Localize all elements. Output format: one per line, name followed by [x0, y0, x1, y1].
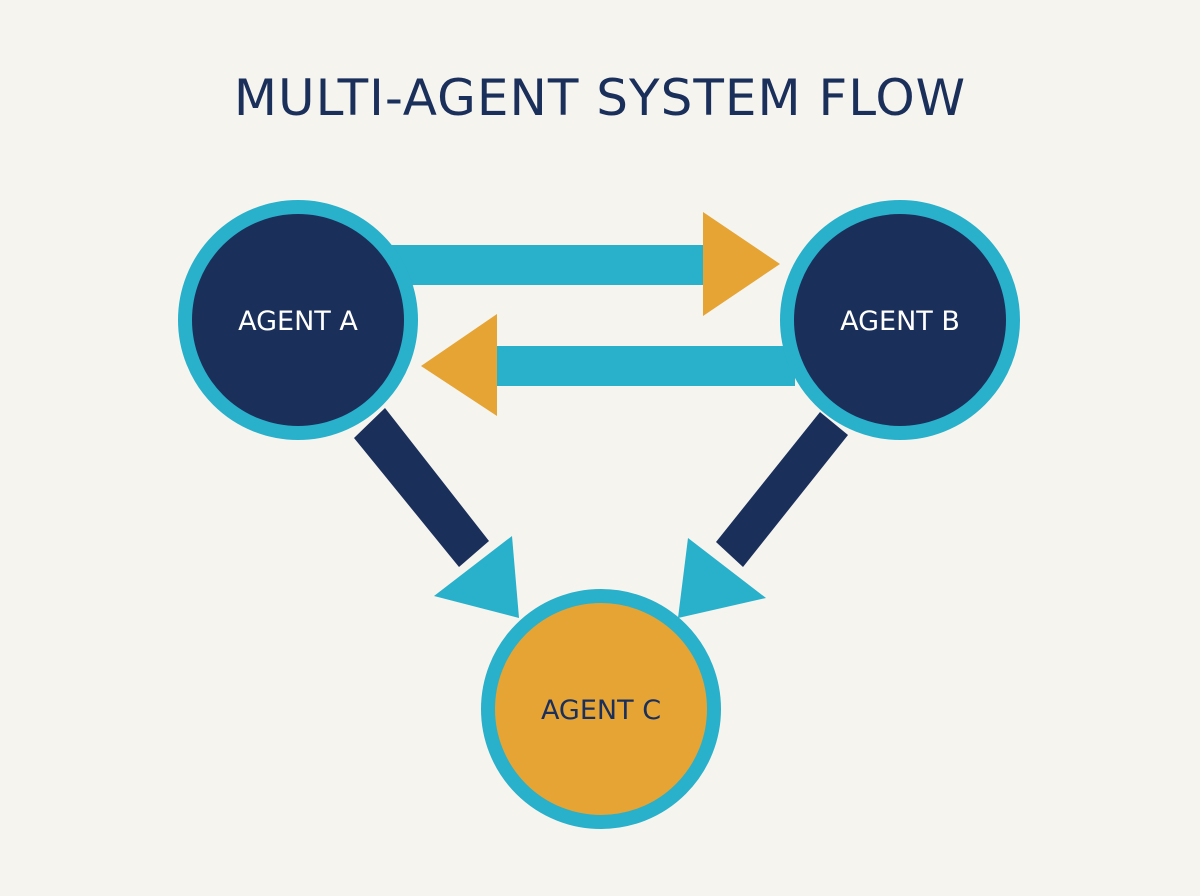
arrowhead-down-left-icon	[678, 538, 766, 618]
edge-shaft	[716, 412, 848, 567]
arrowhead-right-icon	[703, 212, 780, 316]
edge-agent-b-to-agent-c	[678, 412, 848, 618]
agent-a-node[interactable]: AGENT A	[178, 200, 418, 440]
edge-shaft	[495, 346, 795, 386]
agent-b-label: AGENT B	[840, 306, 960, 337]
edge-agent-a-to-agent-b	[385, 212, 780, 316]
diagram-title: MULTI-AGENT SYSTEM FLOW	[233, 69, 967, 127]
arrowhead-left-icon	[421, 314, 497, 416]
agent-c-label: AGENT C	[541, 695, 661, 726]
edge-agent-a-to-agent-c	[354, 408, 519, 618]
agent-a-label: AGENT A	[238, 306, 358, 337]
agent-c-node[interactable]: AGENT C	[481, 589, 721, 829]
arrowhead-down-right-icon	[434, 536, 519, 618]
edge-shaft	[385, 245, 707, 285]
edge-shaft	[354, 408, 489, 567]
edge-agent-b-to-agent-a	[421, 314, 795, 416]
agent-b-node[interactable]: AGENT B	[780, 200, 1020, 440]
